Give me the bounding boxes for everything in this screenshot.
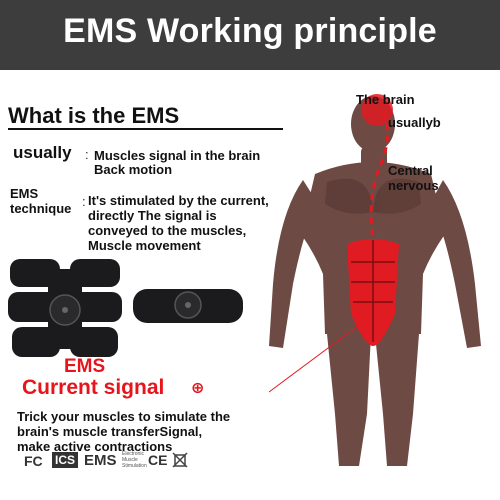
callout-current-signal: Current signal (22, 376, 165, 399)
definition-ems-line4: Muscle movement (88, 238, 201, 253)
callout-marker-icon: ⊕ (191, 380, 205, 397)
label-central: Central (388, 163, 433, 178)
recycle-bin-icon (172, 452, 188, 468)
term-usually: usually (13, 143, 72, 162)
section-underline (8, 128, 283, 130)
definition-usually-line2: Back motion (94, 162, 173, 177)
definition-ems-line1: It's stimulated by the current, (88, 193, 269, 208)
section-title: What is the EMS (8, 103, 180, 128)
page-title: EMS Working principle (63, 12, 437, 50)
label-usuallyb: usuallyb (388, 115, 441, 130)
ems-logo: EMS (84, 452, 117, 469)
callout-pointer-line (268, 321, 364, 393)
ems-pads-image (8, 259, 243, 357)
nerve-signal-path (369, 111, 389, 241)
colon-separator: : (85, 147, 89, 162)
ce-logo: CE (148, 452, 168, 468)
arm-pad (133, 289, 243, 323)
ics-logo: ICS (52, 452, 79, 468)
muscle-shading (325, 178, 421, 214)
term-technique: technique (10, 201, 72, 216)
label-nervous: nervous (388, 178, 439, 193)
header-banner (0, 0, 500, 70)
caption-line3: make active contractions (17, 439, 173, 454)
caption-line1: Trick your muscles to simulate the (17, 409, 231, 424)
term-ems: EMS (10, 186, 39, 201)
caption-line2: brain's muscle transferSignal, (17, 424, 203, 439)
abdominal-pad (8, 259, 122, 357)
definition-usually-line1: Muscles signal in the brain (94, 148, 261, 163)
definition-ems-line2: directly The signal is (88, 208, 217, 223)
callout-ems: EMS (64, 356, 106, 377)
fc-logo: FC (24, 453, 43, 469)
definition-ems-line3: conveyed to the muscles, (88, 223, 247, 238)
anatomy-figure (268, 94, 481, 466)
abdominal-segments (351, 240, 395, 342)
label-the-brain: The brain (356, 92, 415, 107)
ems-logo-subtitle: Electronic Muscle Stimulation (122, 451, 147, 469)
colon-separator: : (82, 194, 86, 209)
